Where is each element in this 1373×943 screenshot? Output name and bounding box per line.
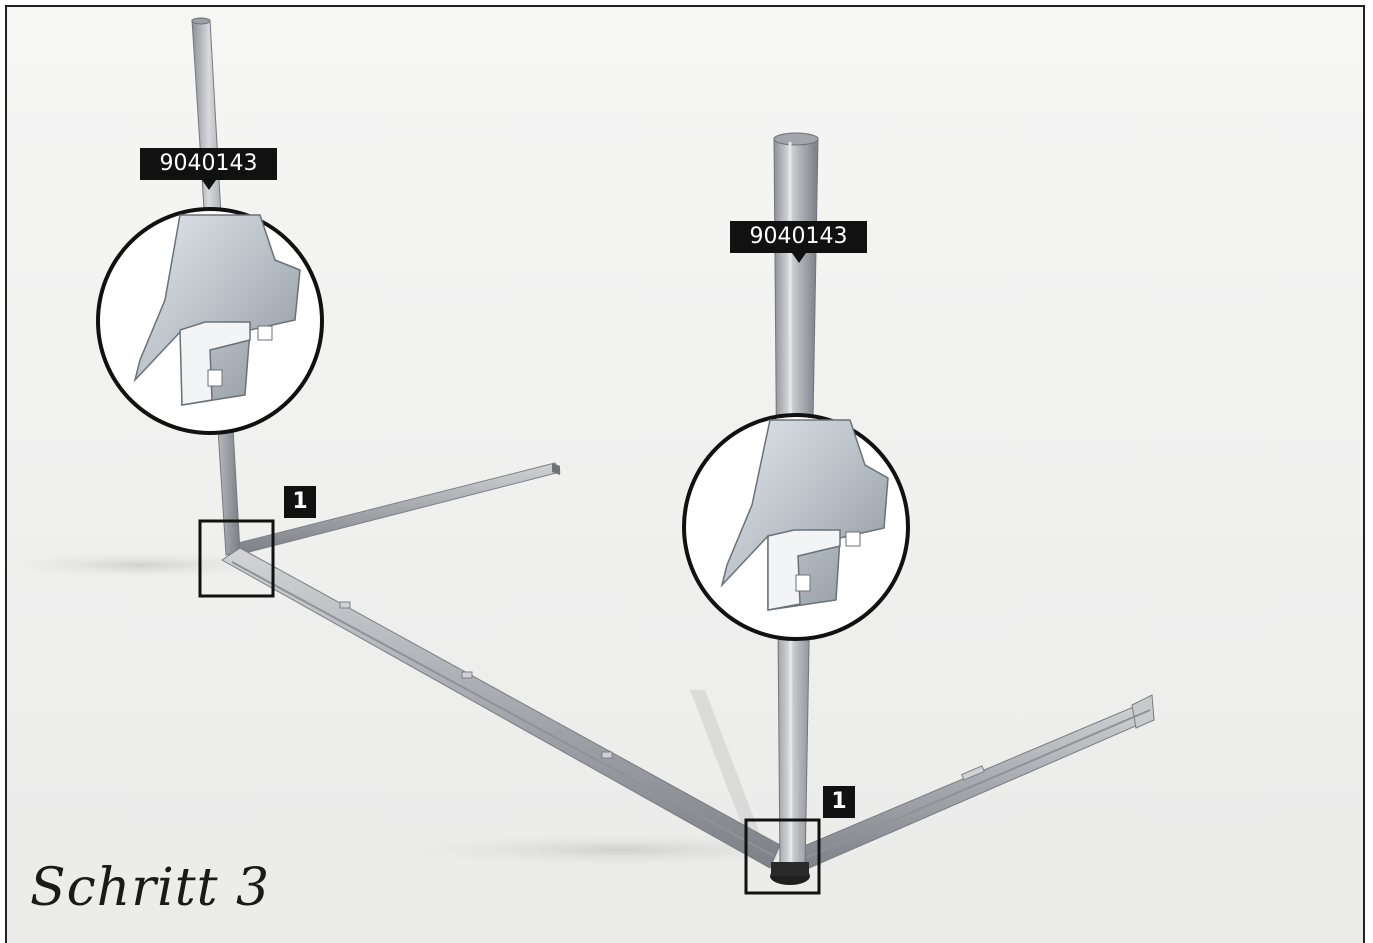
part-number-label-left: 9040143 [140,148,277,180]
step-title: Schritt 3 [30,858,270,918]
profile-detail-left [98,209,322,433]
callout-number-right: 1 [823,786,855,818]
callout-number-left: 1 [284,486,316,518]
profile-detail-right [684,415,908,639]
part-number-label-right: 9040143 [730,221,867,253]
